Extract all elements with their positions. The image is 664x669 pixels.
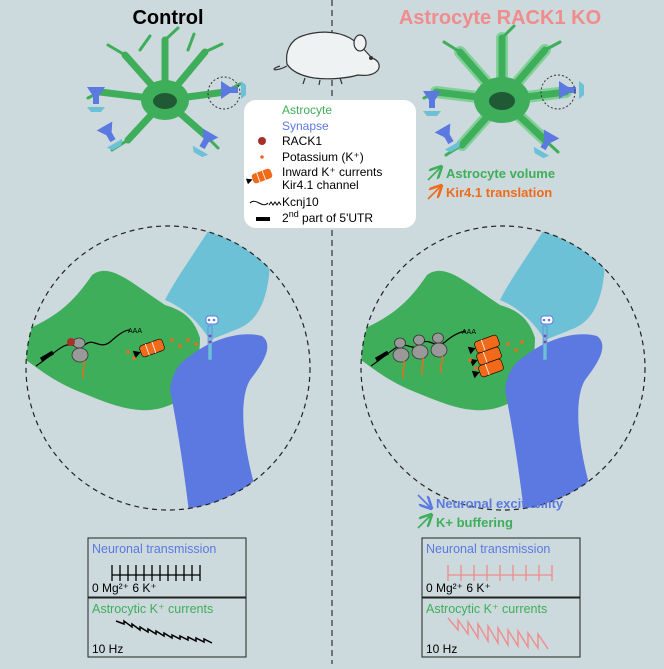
- trace-box-astro-control: Astrocytic K⁺ currents 10 Hz: [87, 597, 247, 658]
- polya-label: AAA: [128, 328, 142, 335]
- synapse-receptor-control: [205, 315, 219, 361]
- ko-title: Astrocyte RACK1 KO: [399, 7, 601, 29]
- utr-segment: [39, 350, 55, 362]
- k-current-trace-ko: [447, 617, 549, 651]
- polya-label-ko: AAA: [462, 329, 476, 336]
- up-arrow-volume-icon: [427, 168, 440, 181]
- neuronal-title-ko: Neuronal transmission: [426, 542, 550, 556]
- potassium-ions-control: [126, 338, 198, 360]
- dendrite-shape: [165, 226, 271, 340]
- legend-astrocyte: Astrocyte: [282, 103, 332, 117]
- astro-condition-ko: 10 Hz: [426, 642, 457, 656]
- astro-condition-control: 10 Hz: [92, 642, 123, 656]
- rack1-icon: [258, 137, 266, 145]
- synapse-icons-ko: [423, 74, 584, 159]
- legend-kcnj10: Kcnj10: [282, 195, 319, 209]
- astrocyte-cell-ko: [422, 24, 572, 157]
- dendrite-shape-ko: [500, 226, 606, 340]
- kir41-channel-icon: [245, 168, 273, 185]
- spike-train-control: [111, 565, 201, 581]
- legend-inward-currents: Inward K⁺ currents: [282, 165, 382, 179]
- spike-train-ko: [447, 565, 553, 581]
- legend-rack1: RACK1: [282, 134, 322, 148]
- neuron-shape: [170, 334, 268, 510]
- zoom-circle-control: AAA: [25, 225, 311, 511]
- mouse-icon: [273, 31, 380, 86]
- polysome-icon: [392, 332, 448, 379]
- trace-box-neuronal-ko: Neuronal transmission 0 Mg²⁺ 6 K⁺: [421, 537, 581, 598]
- utr-segment-ko: [374, 350, 390, 362]
- trace-box-neuronal-control: Neuronal transmission 0 Mg²⁺ 6 K⁺: [87, 537, 247, 598]
- ribosome-icon: [71, 337, 89, 363]
- neuronal-condition-control: 0 Mg²⁺ 6 K⁺: [92, 581, 157, 595]
- legend-box: Astrocyte Synapse RACK1 Potassium (K⁺) I…: [244, 100, 416, 228]
- control-title: Control: [132, 7, 203, 29]
- rack1-protein: [67, 338, 75, 346]
- nascent-peptide: [81, 360, 86, 379]
- potassium-ions-ko: [468, 340, 524, 370]
- astro-volume-effect: Astrocyte volume: [446, 166, 555, 181]
- legend-kir41-channel: Kir4.1 channel: [282, 178, 359, 192]
- down-arrow-excitability-icon: [417, 494, 430, 507]
- trace-box-astro-ko: Astrocytic K⁺ currents 10 Hz: [421, 597, 581, 658]
- potassium-icon: [260, 155, 264, 159]
- astro-title-control: Astrocytic K⁺ currents: [92, 602, 213, 616]
- kcnj10-mrna: [35, 329, 131, 367]
- ko-effects-bottom: Neuronal excitability K+ buffering: [417, 494, 564, 530]
- legend-utr: 2nd part of 5'UTR: [282, 209, 373, 225]
- up-arrow-buffering-icon: [417, 516, 430, 529]
- zoom-circle-ko: AAA: [360, 225, 646, 511]
- up-arrow-translation-icon: [427, 187, 440, 200]
- synapse-receptor-ko: [540, 315, 554, 361]
- kir41-channels-ko: [467, 334, 504, 379]
- legend-synapse: Synapse: [282, 119, 329, 133]
- kir41-translation-effect: Kir4.1 translation: [446, 185, 552, 200]
- neuronal-excitability-effect: Neuronal excitability: [436, 496, 564, 511]
- neuron-shape-ko: [505, 334, 603, 510]
- neuronal-condition-ko: 0 Mg²⁺ 6 K⁺: [426, 581, 491, 595]
- utr-icon: [256, 217, 270, 221]
- mrna-icon: [249, 200, 282, 206]
- astrocyte-process-shape: [26, 270, 200, 411]
- synapse-icons-control: [87, 76, 246, 158]
- k-current-trace-control: [115, 619, 213, 644]
- neuronal-title-control: Neuronal transmission: [92, 542, 216, 556]
- k-buffering-effect: K+ buffering: [436, 515, 513, 530]
- ko-effects-top: Astrocyte volume Kir4.1 translation: [427, 166, 555, 200]
- astrocyte-process-shape-ko: [361, 270, 535, 411]
- kir41-channel-control: [132, 338, 165, 359]
- legend-potassium: Potassium (K⁺): [282, 150, 364, 164]
- astro-title-ko: Astrocytic K⁺ currents: [426, 602, 547, 616]
